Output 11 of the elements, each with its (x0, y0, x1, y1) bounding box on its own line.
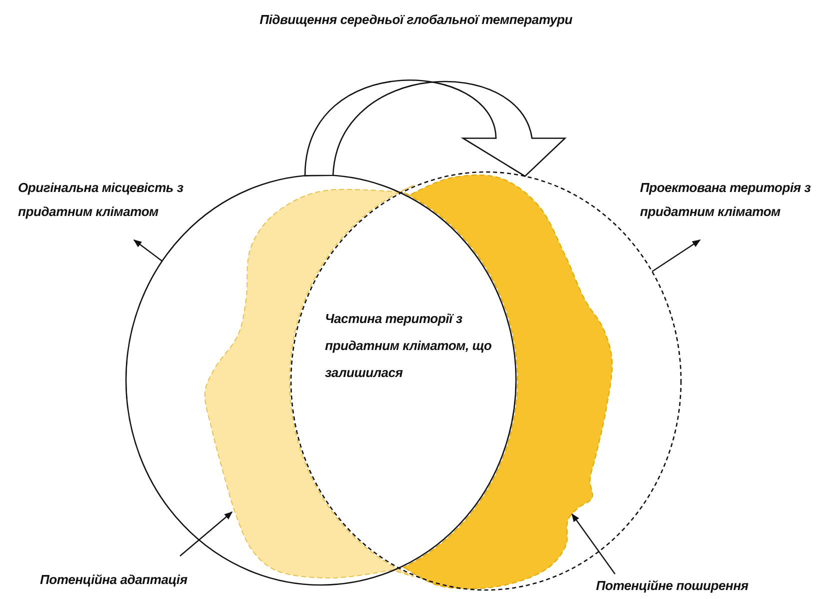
area-label: Частина території з придатним кліматом, що залишилася (325, 310, 493, 382)
callout-text: Потенційне поширення (596, 574, 796, 598)
arrow (133, 240, 163, 262)
callout-text: Потенційна адаптація (40, 568, 240, 592)
arrow (572, 513, 616, 574)
callout-text: Проектована територія з придатним кліматом (640, 176, 825, 224)
title: Підвищення середньої глобальної температури (258, 11, 574, 29)
arrow (180, 511, 233, 556)
arrow (652, 240, 701, 272)
curved-arrow (304, 80, 566, 177)
callout-text: Оригінальна місцевість з придатним кліматом (18, 176, 248, 224)
